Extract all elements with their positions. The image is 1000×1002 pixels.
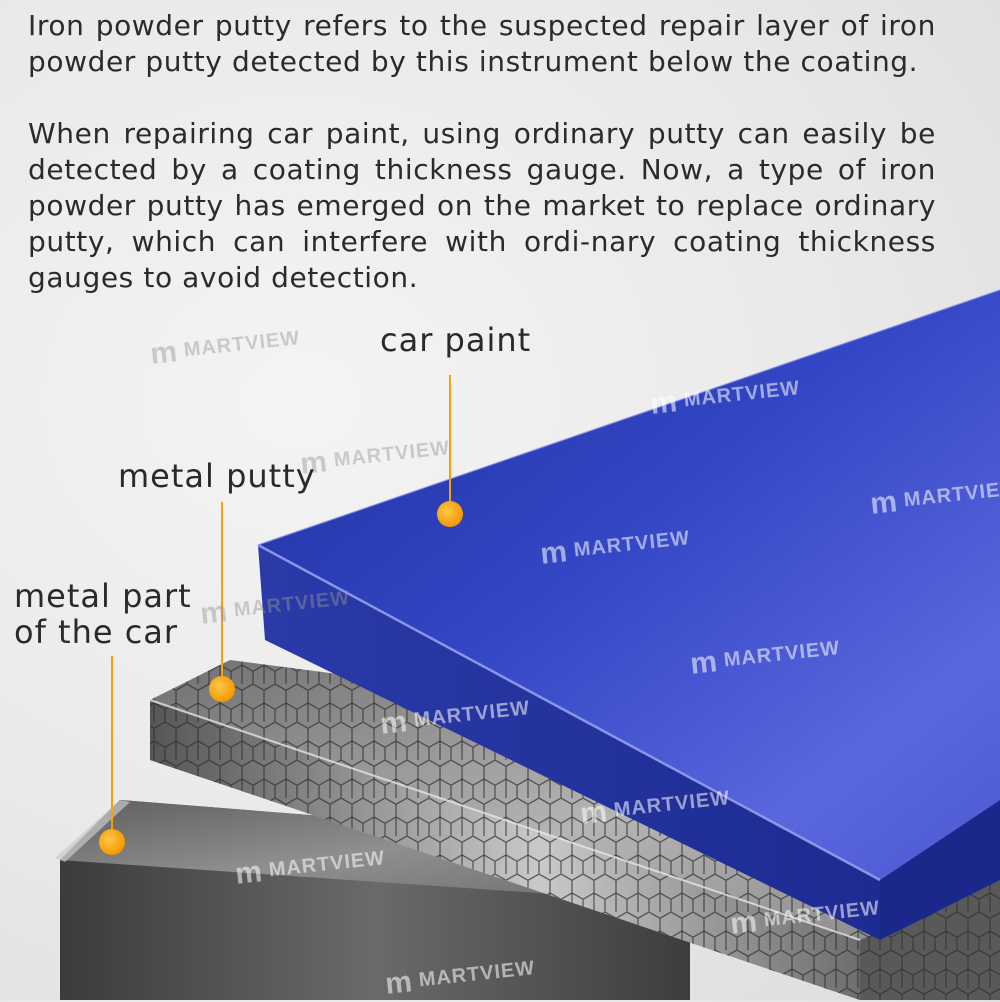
metal-putty-label: metal putty — [118, 457, 316, 495]
label-connectors — [99, 375, 463, 855]
car-paint-marker — [437, 501, 463, 527]
car-paint-label: car paint — [380, 321, 532, 359]
metal-putty-marker — [209, 676, 235, 702]
description-paragraph-1: Iron powder putty refers to the suspecte… — [28, 9, 936, 78]
metal-part-label: metal part of the car — [14, 577, 192, 651]
car-paint-layer — [257, 289, 1000, 940]
description-paragraph-2: When repairing car paint, using ordinary… — [28, 117, 936, 294]
metal-part-marker — [99, 829, 125, 855]
